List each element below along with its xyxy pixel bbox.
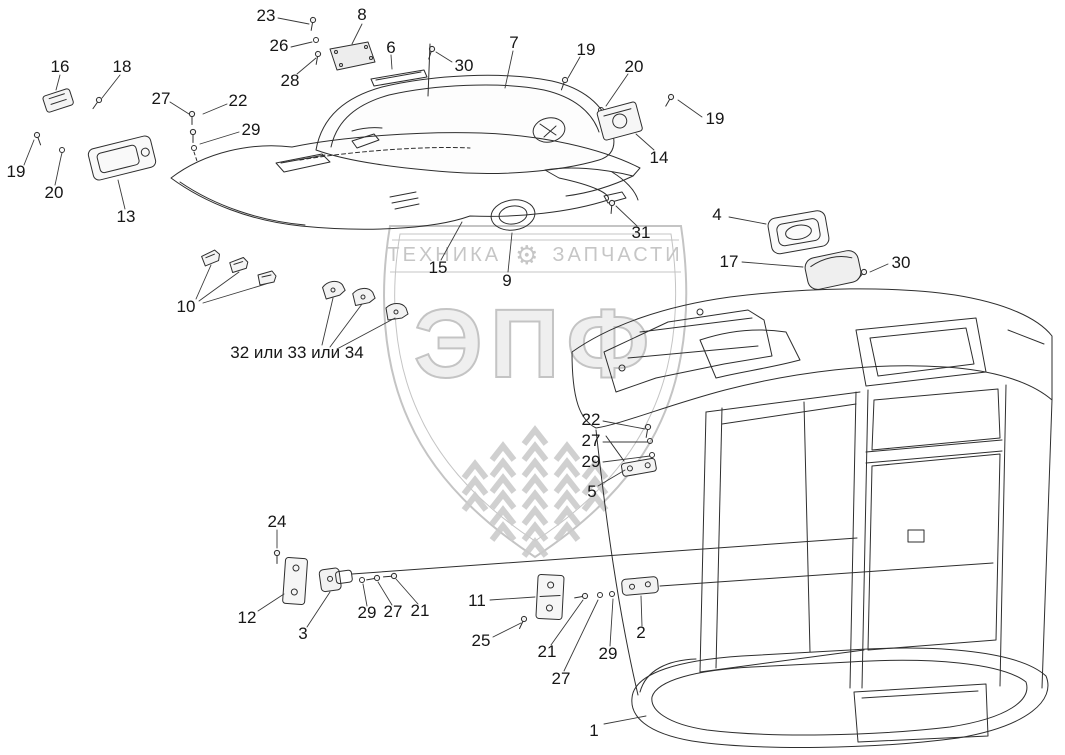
plate-part8 bbox=[329, 41, 376, 71]
part-callout-21b: 21 bbox=[537, 642, 557, 661]
dome-lamp-panel-part13 bbox=[87, 135, 157, 181]
part-callout-23: 23 bbox=[256, 6, 276, 25]
part-callout-24: 24 bbox=[267, 512, 287, 531]
hinge-plate-part12 bbox=[282, 556, 308, 606]
part-callout-29c: 29 bbox=[357, 603, 377, 622]
part-callout-26: 26 bbox=[269, 36, 289, 55]
part-callout-19c: 19 bbox=[6, 162, 26, 181]
handle-cover-part17 bbox=[804, 250, 862, 290]
part-callout-22b: 22 bbox=[581, 410, 601, 429]
part-callout-28: 28 bbox=[280, 71, 300, 90]
handle-bezel-part4 bbox=[767, 210, 830, 255]
part-callout-1: 1 bbox=[589, 721, 599, 740]
grommet-ring-part9 bbox=[490, 199, 536, 231]
part-callout-29d: 29 bbox=[598, 644, 618, 663]
watermark-right-text: ЗАПЧАСТИ bbox=[552, 243, 683, 266]
part-callout-8: 8 bbox=[357, 5, 367, 24]
part-callout-20b: 20 bbox=[44, 183, 64, 202]
part-callout-16: 16 bbox=[50, 57, 70, 76]
gear-icon: ⚙ bbox=[515, 240, 539, 270]
part-callout-22: 22 bbox=[228, 91, 248, 110]
latch-plate-part14 bbox=[596, 101, 643, 141]
hinge-part3 bbox=[318, 567, 353, 593]
part-callout-3: 3 bbox=[298, 624, 308, 643]
part-callout-27: 27 bbox=[151, 89, 171, 108]
hinge-bracket-part2 bbox=[621, 576, 659, 596]
part-callout-27c: 27 bbox=[383, 602, 403, 621]
part-callout-27b: 27 bbox=[581, 431, 601, 450]
part-callout-2: 2 bbox=[636, 623, 646, 642]
part-callout-27d: 27 bbox=[551, 669, 571, 688]
part-callout-30: 30 bbox=[454, 56, 474, 75]
part-callout-7: 7 bbox=[509, 33, 519, 52]
part-callout-12: 12 bbox=[237, 608, 257, 627]
part-callout-15: 15 bbox=[428, 258, 448, 277]
part-callout-5: 5 bbox=[587, 482, 597, 501]
bracket-part5 bbox=[621, 457, 657, 477]
part-callout-14: 14 bbox=[649, 148, 669, 167]
part-callout-29: 29 bbox=[241, 120, 261, 139]
part-callout-18: 18 bbox=[112, 57, 132, 76]
part-callout-19: 19 bbox=[576, 40, 596, 59]
part-callout-21: 21 bbox=[410, 601, 430, 620]
watermark-left-text: ТЕХНИКА bbox=[387, 243, 502, 266]
part-callout-11: 11 bbox=[468, 591, 486, 610]
part-callout-10: 10 bbox=[176, 297, 196, 316]
part-callout-20: 20 bbox=[624, 57, 644, 76]
cab-frame bbox=[571, 288, 1053, 748]
part-callout-29b: 29 bbox=[581, 452, 601, 471]
roof-cap bbox=[315, 74, 615, 174]
watermark-brand-logo: ЭПФ bbox=[413, 289, 657, 398]
watermark-band: ТЕХНИКА ⚙ ЗАПЧАСТИ bbox=[362, 242, 708, 268]
part-callout-30b: 30 bbox=[891, 253, 911, 272]
part-callout-4: 4 bbox=[712, 205, 722, 224]
part-callout-13: 13 bbox=[116, 207, 136, 226]
part-callout-9: 9 bbox=[502, 271, 512, 290]
bracket-part16 bbox=[42, 88, 74, 113]
roof-headliner-panel bbox=[170, 132, 641, 230]
part-callout-6: 6 bbox=[386, 38, 396, 57]
part-callout-25: 25 bbox=[471, 631, 491, 650]
leader-lines bbox=[23, 17, 889, 725]
part-callout-17: 17 bbox=[719, 252, 739, 271]
hinge-plate-part11 bbox=[535, 574, 565, 620]
part-callout-32-33-34: 32 или 33 или 34 bbox=[230, 343, 364, 362]
part-callout-31: 31 bbox=[631, 223, 651, 242]
part-callout-19b: 19 bbox=[705, 109, 725, 128]
